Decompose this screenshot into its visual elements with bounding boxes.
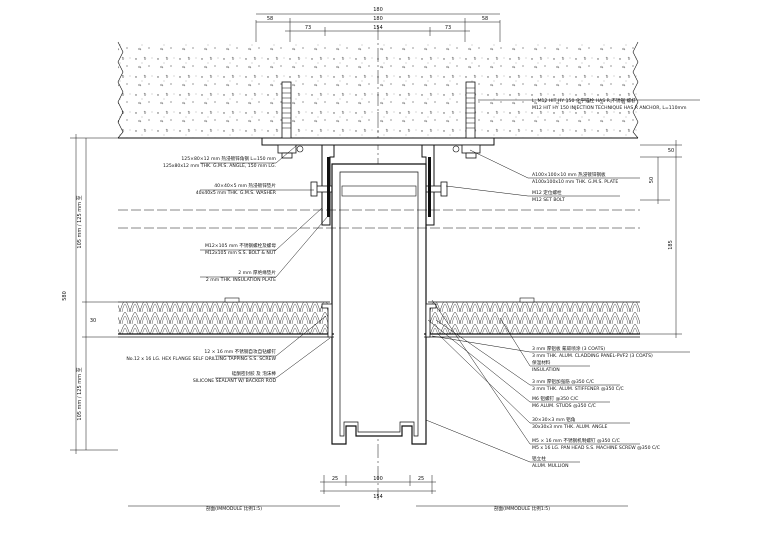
note-right-set-bolt-cn: M12 定位螺栓: [532, 189, 562, 196]
dim-left-upper: 105 mm / 125 mm 至: [77, 195, 83, 248]
note-right-insulation-cn: 保温材料: [532, 359, 551, 366]
anchor-bolts: [281, 81, 476, 139]
left-dimensions: 580 105 mm / 125 mm 至 30 105 mm / 125 mm…: [62, 134, 118, 454]
dim-top-right: 58: [482, 16, 488, 22]
dim-top-inner-right: 73: [445, 25, 451, 31]
note-left-insulation-plate-cn: 2 mm 厚绝缘垫片: [238, 269, 276, 276]
dim-bottom-mid: 100: [373, 476, 383, 482]
note-right-anchor-cn: L: M12 HIT HY 150 化学锚栓 HAS R 不锈钢 螺杆: [532, 97, 636, 104]
right-notes: L: M12 HIT HY 150 化学锚栓 HAS R 不锈钢 螺杆 M12 …: [532, 97, 687, 469]
note-right-studs-cn: M6 铝螺钉 @350 C/C: [532, 395, 578, 402]
note-left-screw-en: No.12 x 16 LG. HEX FLANGE SELF DRILLING …: [126, 356, 276, 362]
dim-bottom-right: 25: [418, 476, 424, 482]
note-right-mullion-en: ALUM. MULLION: [532, 463, 569, 469]
note-right-machine-screw-cn: M5 × 16 mm 不锈钢机制螺钉 @350 C/C: [532, 437, 620, 444]
caption-left: 剖面(IMMODULE 比例1:5): [206, 505, 262, 512]
note-left-insulation-plate-en: 2 mm THK. INSULATION PLATE: [206, 277, 276, 283]
dim-right-mid: 50: [649, 177, 655, 183]
note-right-stiffener-cn: 3 mm 厚铝加强筋 @350 C/C: [532, 378, 594, 385]
dim-left-small: 30: [90, 318, 96, 324]
dim-top-left: 58: [267, 16, 273, 22]
note-right-cladding-cn: 3 mm 厚铝板 氟碳喷涂 (3 COATS): [532, 345, 605, 352]
note-left-angle-en: 125x80x12 mm THK. G.M.S. ANGLE, 150 mm L…: [163, 163, 276, 169]
dim-left-lower: 105 mm / 125 mm 至: [77, 367, 83, 420]
captions: 剖面(IMMODULE 比例1:5) 剖面(IMMODULE 比例1:5): [128, 505, 628, 512]
right-dimensions: 50 50 185: [640, 140, 682, 338]
note-right-set-bolt-en: M12 SET BOLT: [532, 197, 565, 203]
note-right-angle-cn: 30×30×3 mm 铝角: [532, 416, 576, 423]
note-right-angle-en: 30x30x3 mm THK. ALUM. ANGLE: [532, 424, 608, 430]
dim-bottom-left: 25: [332, 476, 338, 482]
dim-bottom-total: 154: [373, 494, 383, 500]
note-left-bolt-en: M12x105 mm S.S. BOLT & NUT: [205, 250, 276, 256]
left-leader-lines: [200, 145, 331, 379]
dim-top-inner-left: 73: [305, 25, 311, 31]
top-dimensions: 180 58 180 58 73 154 73: [255, 7, 501, 42]
note-left-screw-cn: 12 × 16 mm 不锈钢自攻自钻螺钉: [204, 348, 276, 355]
dim-right-top: 50: [668, 148, 674, 154]
note-right-studs-en: M6 ALUM. STUDS @350 C/C: [532, 403, 596, 409]
note-left-sealant-en: SILICONE SEALANT W/ BACKER ROD: [193, 378, 277, 384]
note-left-washer-cn: 40×40×5 mm 热浸镀锌垫片: [214, 182, 276, 189]
dim-top-total: 180: [373, 7, 383, 13]
dim-right-long: 185: [668, 240, 674, 250]
left-notes: 125×80×12 mm 热浸镀锌角钢 L=150 mm 125x80x12 m…: [126, 155, 276, 384]
right-leader-lines: [425, 99, 700, 463]
cladding-panels: [118, 297, 640, 338]
dim-top-mid: 180: [373, 16, 383, 22]
note-left-angle-cn: 125×80×12 mm 热浸镀锌角钢 L=150 mm: [181, 155, 276, 162]
bottom-dimensions: 25 100 25 154: [320, 475, 436, 500]
note-right-plate-en: A100x100x10 mm THK. G.M.S. PLATE: [532, 179, 618, 185]
note-left-washer-en: 40x40x5 mm THK. G.M.S. WASHER: [196, 190, 277, 196]
note-left-sealant-cn: 硅酮密封胶 及 泡沫棒: [232, 370, 277, 377]
note-right-anchor-en: M12 HIT HY 150 INJECTION TECHNIQUE HAS R…: [532, 105, 687, 111]
note-right-machine-screw-en: M5 x 16 LG. PAN HEAD S.S. MACHINE SCREW …: [532, 445, 660, 451]
caption-right: 剖面(IMMODULE 比例1:5): [494, 505, 550, 512]
dim-left-total: 580: [62, 291, 68, 301]
aluminium-mullion: [331, 163, 427, 445]
note-right-insulation-en: INSULATION: [532, 367, 560, 373]
note-right-mullion-cn: 铝立柱: [532, 455, 546, 462]
note-right-stiffener-en: 3 mm THK. ALUM. STIFFENER @350 C/C: [532, 386, 624, 392]
note-right-plate-cn: A100×100×10 mm 热浸镀锌钢板: [532, 171, 606, 178]
steel-bracket-assembly: [261, 81, 495, 226]
note-left-bolt-cn: M12×105 mm 不锈钢螺栓及螺母: [205, 242, 276, 249]
note-right-cladding-en: 3 mm THK. ALUM. CLADDING PANEL-PVF2 (3 C…: [532, 353, 653, 359]
